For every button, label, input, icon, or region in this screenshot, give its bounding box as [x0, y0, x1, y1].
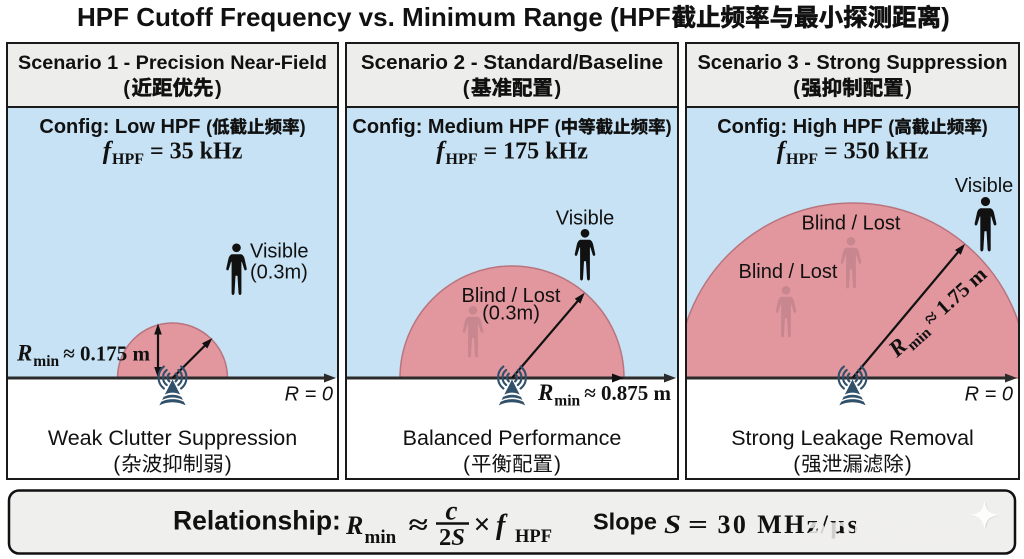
svg-text:R = 0: R = 0	[965, 384, 1013, 406]
svg-text:): )	[666, 117, 672, 137]
svg-text:(: (	[555, 117, 561, 137]
svg-text:(: (	[113, 453, 120, 476]
svg-text:): )	[555, 78, 562, 100]
svg-text:Blind / Lost: Blind / Lost	[739, 261, 838, 283]
svg-text:HPF: HPF	[112, 151, 144, 168]
svg-text:(: (	[206, 117, 212, 137]
svg-text:=: =	[688, 510, 708, 539]
svg-text:Config: Medium HPF: Config: Medium HPF	[352, 116, 554, 138]
svg-text:Blind / Lost: Blind / Lost	[462, 285, 561, 307]
svg-text:Scenario 1 - Precision Near-Fi: Scenario 1 - Precision Near-Field	[18, 52, 327, 74]
svg-text:= 350 kHz: = 350 kHz	[818, 139, 929, 165]
svg-text:Balanced Performance: Balanced Performance	[403, 426, 622, 450]
svg-text:anChuai: anChuai	[806, 510, 966, 552]
svg-text:Scenario 2 - Standard/Baseline: Scenario 2 - Standard/Baseline	[361, 51, 663, 74]
svg-text:(0.3m): (0.3m)	[250, 262, 308, 284]
svg-text:R: R	[16, 341, 32, 366]
svg-text:c: c	[446, 496, 458, 526]
svg-text:(: (	[463, 78, 470, 100]
svg-text:f: f	[496, 510, 508, 541]
svg-text:Relationship:: Relationship:	[173, 506, 341, 536]
svg-text:HPF Cutoff Frequency vs. Minim: HPF Cutoff Frequency vs. Minimum Range (…	[77, 2, 671, 32]
svg-text:S: S	[664, 510, 681, 539]
svg-text:Visible: Visible	[556, 208, 615, 230]
svg-text:≈ 0.175 m: ≈ 0.175 m	[63, 342, 150, 366]
svg-text:(: (	[793, 453, 800, 476]
svg-text:min: min	[554, 393, 580, 410]
svg-text:= 35 kHz: = 35 kHz	[144, 139, 243, 165]
svg-text:min: min	[365, 527, 397, 548]
svg-text:2S: 2S	[439, 524, 465, 551]
svg-text:): )	[905, 453, 912, 476]
svg-text:30 MHz/μs: 30 MHz/μs	[718, 510, 861, 539]
svg-text:Weak Clutter Suppression: Weak Clutter Suppression	[48, 426, 297, 450]
svg-text:Config: High HPF: Config: High HPF	[717, 116, 888, 138]
svg-text:Visible: Visible	[250, 241, 309, 263]
svg-text:f: f	[103, 138, 114, 165]
svg-text:min: min	[33, 353, 59, 370]
svg-text:HPF: HPF	[446, 151, 478, 168]
svg-text:(: (	[793, 78, 800, 100]
svg-text:R = 0: R = 0	[285, 384, 333, 406]
svg-text:): )	[905, 78, 912, 100]
svg-text:(: (	[888, 117, 894, 137]
svg-text:×: ×	[474, 508, 491, 541]
svg-text:R: R	[537, 380, 553, 405]
svg-text:(: (	[123, 78, 130, 100]
svg-text:= 175 kHz: = 175 kHz	[478, 139, 589, 165]
svg-text:): )	[982, 117, 988, 137]
svg-text:f: f	[436, 138, 447, 165]
svg-text:Blind / Lost: Blind / Lost	[802, 213, 901, 235]
svg-text:): )	[300, 117, 306, 137]
svg-text:(0.3m): (0.3m)	[482, 303, 540, 325]
svg-text:): )	[941, 2, 950, 32]
svg-text:f: f	[777, 138, 788, 165]
svg-text:): )	[225, 453, 232, 476]
svg-text:Visible: Visible	[955, 175, 1014, 197]
svg-text:HPF: HPF	[515, 527, 552, 547]
svg-text:R: R	[345, 511, 363, 540]
svg-text:≈ 0.875 m: ≈ 0.875 m	[584, 381, 671, 405]
svg-text:Config: Low HPF: Config: Low HPF	[39, 116, 206, 138]
svg-text:Scenario 3 - Strong Suppressio: Scenario 3 - Strong Suppression	[697, 52, 1007, 74]
svg-text:≈: ≈	[409, 510, 429, 541]
svg-text:): )	[554, 453, 561, 476]
svg-text:): )	[215, 78, 222, 100]
svg-text:HPF: HPF	[786, 151, 818, 168]
svg-text:Slope: Slope	[593, 509, 657, 535]
svg-text:Strong Leakage Removal: Strong Leakage Removal	[731, 426, 974, 450]
svg-text:(: (	[463, 453, 470, 476]
